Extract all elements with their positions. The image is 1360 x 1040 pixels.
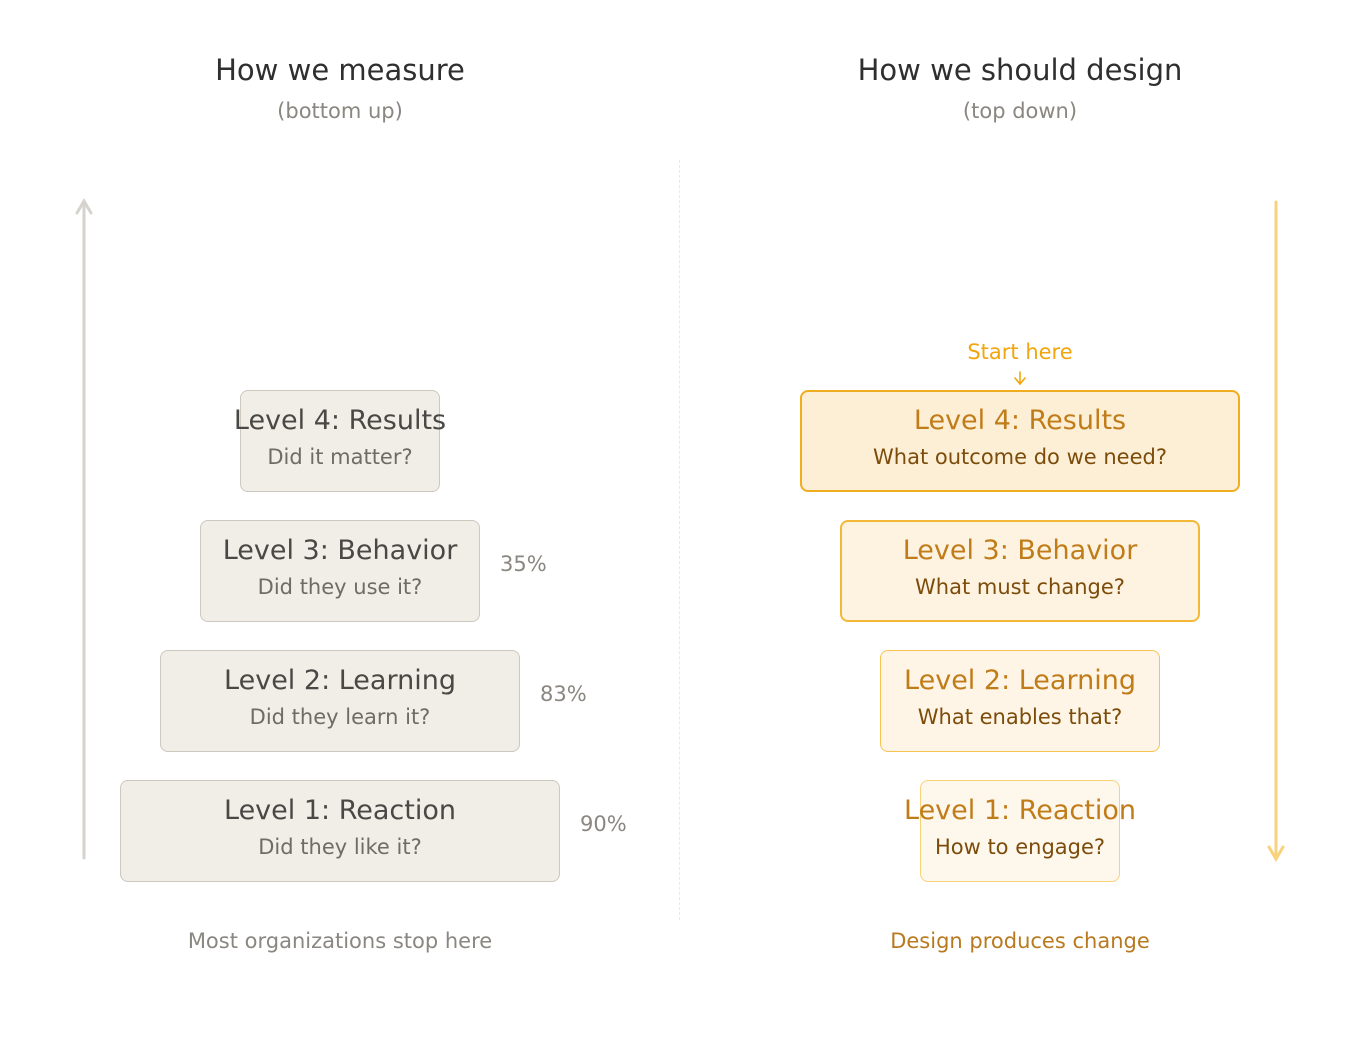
right-footer-note: Design produces change (890, 929, 1150, 953)
right-column-heading: How we should design (857, 53, 1183, 87)
right-column-subheading: (top down) (962, 99, 1078, 123)
left-level-2-percent: 83% (540, 682, 587, 706)
right-level-3-box (840, 520, 1200, 622)
left-level-2-title: Level 2: Learning (224, 665, 456, 696)
right-level-3-title: Level 3: Behavior (902, 535, 1138, 566)
up-arrow-icon (75, 198, 93, 860)
right-level-2-box (880, 650, 1160, 752)
left-level-2-question: Did they learn it? (249, 705, 431, 729)
left-footer-note: Most organizations stop here (187, 929, 493, 953)
left-level-1-percent: 90% (580, 812, 627, 836)
right-level-4-title: Level 4: Results (913, 405, 1127, 436)
right-level-2-title: Level 2: Learning (904, 665, 1136, 696)
left-level-1-title: Level 1: Reaction (224, 795, 456, 826)
right-level-4-question: What outcome do we need? (873, 445, 1167, 469)
right-level-4-box (800, 390, 1240, 492)
left-level-3-question: Did they use it? (257, 575, 423, 599)
left-level-3-title: Level 3: Behavior (222, 535, 458, 566)
column-divider (679, 160, 680, 920)
right-level-3-question: What must change? (915, 575, 1125, 599)
right-level-1-question: How to engage? (934, 835, 1106, 859)
left-level-4-question: Did it matter? (267, 445, 413, 469)
left-level-1-box (120, 780, 560, 882)
down-arrow-icon (1267, 200, 1285, 862)
left-level-1-question: Did they like it? (258, 835, 422, 859)
left-column-heading: How we measure (215, 53, 465, 87)
start-here-label: Start here (967, 340, 1073, 364)
left-level-4-title: Level 4: Results (233, 405, 447, 436)
right-level-1-title: Level 1: Reaction (904, 795, 1136, 826)
left-column-subheading: (bottom up) (277, 99, 403, 123)
left-level-2-box (160, 650, 520, 752)
right-level-1-box (920, 780, 1120, 882)
left-level-3-box (200, 520, 480, 622)
left-level-3-percent: 35% (500, 552, 547, 576)
start-here-arrow-icon (1014, 371, 1026, 386)
right-level-2-question: What enables that? (917, 705, 1123, 729)
left-level-4-box (240, 390, 440, 492)
